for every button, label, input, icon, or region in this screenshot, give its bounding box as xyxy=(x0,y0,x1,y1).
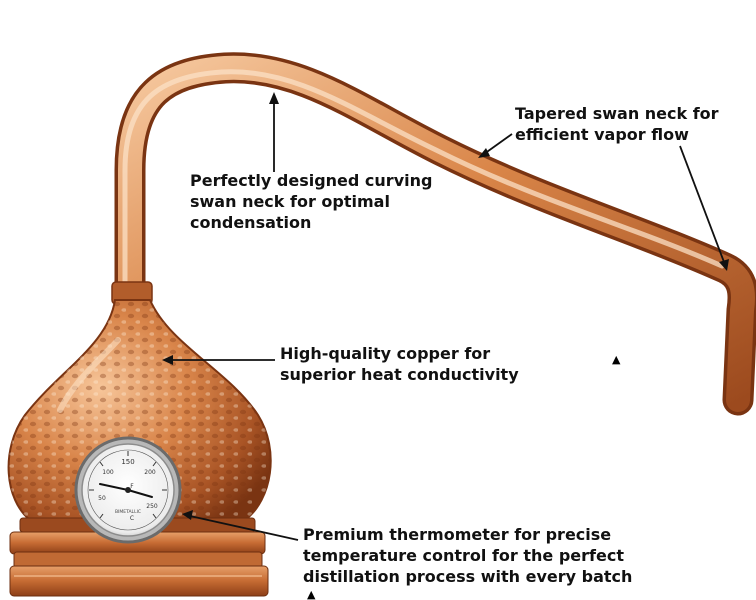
dial-label-100: 100 xyxy=(102,469,114,476)
callout-swan-neck: Perfectly designed curving swan neck for… xyxy=(190,170,432,233)
callout-swan-neck-line1: Perfectly designed curving xyxy=(190,171,433,190)
leader-arrows xyxy=(162,92,729,541)
triangle-marker-bottom-icon: ▲ xyxy=(307,588,316,600)
dial-label-50: 50 xyxy=(98,495,106,502)
thermometer: 150 100 200 50 250 F C BIMETALLIC xyxy=(74,436,182,544)
callout-tapered-neck-line1: Tapered swan neck for xyxy=(515,104,719,123)
callout-tapered-neck: Tapered swan neck for efficient vapor fl… xyxy=(515,103,719,145)
dial-brand: BIMETALLIC xyxy=(115,509,141,515)
arrow-thermometer xyxy=(189,515,299,541)
arrow-tapered-neck xyxy=(483,133,513,155)
callout-thermometer-line2: temperature control for the perfect xyxy=(303,546,624,565)
triangle-marker-icon: ▲ xyxy=(612,353,621,366)
callout-tapered-neck-line2: efficient vapor flow xyxy=(515,125,689,144)
dial-label-200: 200 xyxy=(144,469,156,476)
callout-thermometer-line3: distillation process with every batch xyxy=(303,567,633,586)
callout-thermometer: Premium thermometer for precise temperat… xyxy=(303,524,632,587)
dial-unit-c: C xyxy=(130,515,134,522)
dial-unit-f: F xyxy=(130,483,134,490)
callout-swan-neck-line2: swan neck for optimal xyxy=(190,192,390,211)
callout-swan-neck-line3: condensation xyxy=(190,213,312,232)
dial-needle xyxy=(127,489,153,498)
callout-thermometer-line1: Premium thermometer for precise xyxy=(303,525,612,544)
callout-copper: High-quality copper for superior heat co… xyxy=(280,343,519,385)
dial-label-250: 250 xyxy=(146,503,158,510)
callout-copper-line2: superior heat conductivity xyxy=(280,365,519,384)
callout-copper-line1: High-quality copper for xyxy=(280,344,491,363)
arrow-tapered-neck-end xyxy=(679,145,725,263)
dial-label-150: 150 xyxy=(121,458,134,466)
copper-pot xyxy=(7,281,272,521)
